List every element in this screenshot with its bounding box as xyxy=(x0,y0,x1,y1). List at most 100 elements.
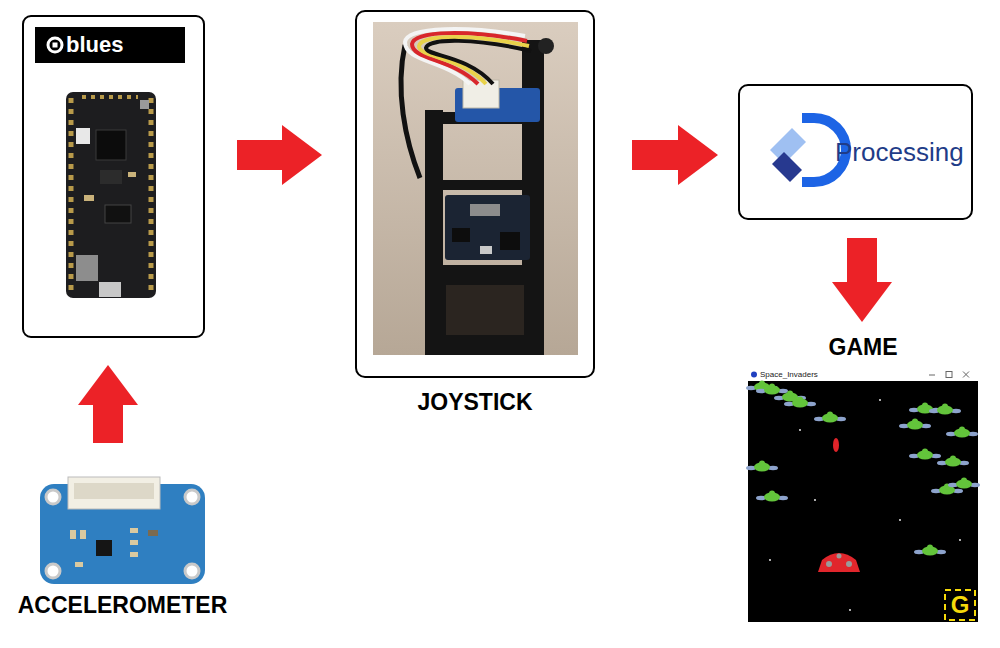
accelerometer-board-part xyxy=(75,562,83,567)
photo-box: JOYSTICK xyxy=(355,10,595,378)
game-screenshot-part xyxy=(748,368,978,622)
board-illustration-part xyxy=(84,195,94,201)
joystick-photo-part xyxy=(538,38,554,54)
flow-arrow xyxy=(78,365,138,443)
joystick-photo xyxy=(373,22,578,355)
joystick-photo-part xyxy=(500,232,520,250)
accelerometer-board-part xyxy=(46,564,60,578)
game-screenshot-part xyxy=(799,429,801,431)
board-illustration-part xyxy=(128,172,136,177)
game-screenshot-part xyxy=(937,456,969,467)
joystick-photo-part xyxy=(445,195,530,260)
board-illustration-part xyxy=(66,92,156,298)
board-illustration-part xyxy=(99,282,121,297)
score-letter: G xyxy=(945,590,975,620)
game-screenshot-part xyxy=(959,539,961,541)
game-screenshot-part xyxy=(818,553,860,572)
joystick-photo-part xyxy=(452,228,470,242)
game-screenshot-part xyxy=(946,427,978,438)
logo-bar-part xyxy=(48,38,62,52)
processing-logo xyxy=(770,118,846,182)
accelerometer-board-part xyxy=(40,484,205,584)
logo-text: blues xyxy=(66,27,123,63)
game-screenshot-part xyxy=(826,561,832,567)
box-heading: ACCELEROMETER xyxy=(18,592,228,618)
game-screenshot-part xyxy=(929,404,961,415)
flow-arrow xyxy=(832,238,892,322)
game-screenshot-part xyxy=(756,491,788,502)
board-illustration-part xyxy=(76,128,90,144)
accelerometer-board-part xyxy=(130,552,138,557)
software-name: Processing xyxy=(835,136,964,168)
game-screenshot-part xyxy=(846,561,852,567)
board-illustration-part xyxy=(69,98,74,294)
game-screenshot-part xyxy=(814,412,846,423)
game-screenshot-part xyxy=(899,419,931,430)
game-screenshot-part xyxy=(746,461,778,472)
flow-arrow xyxy=(237,125,322,185)
board-illustration-part xyxy=(82,95,138,99)
game-screenshot-part xyxy=(833,438,839,452)
game-screenshot-part xyxy=(909,449,941,460)
game-screenshot-part xyxy=(963,372,969,378)
board-illustration-part xyxy=(149,98,154,294)
board-illustration xyxy=(66,92,156,298)
joystick-photo-part xyxy=(470,204,500,216)
board-illustration-part xyxy=(96,130,126,160)
accelerometer-board-part xyxy=(130,540,138,545)
sensor-node: ACCELEROMETER xyxy=(5,475,240,620)
game-screenshot-part xyxy=(748,368,978,381)
logo-bar xyxy=(35,27,185,63)
game-screenshot-part xyxy=(837,554,842,559)
game-screenshot-part xyxy=(963,372,969,378)
accelerometer-board-part xyxy=(46,490,60,504)
accelerometer-board-part xyxy=(74,483,154,499)
device-box: blues xyxy=(22,15,205,338)
logo-bar-part xyxy=(35,27,185,63)
board-illustration-part xyxy=(105,205,131,223)
accelerometer-board-part xyxy=(80,530,86,539)
game-screenshot-part xyxy=(756,384,788,395)
processing-logo-part xyxy=(772,152,802,182)
accelerometer-board-part xyxy=(148,530,158,536)
game-screenshot-part xyxy=(929,375,935,376)
game-screenshot-part xyxy=(784,397,816,408)
game-screenshot-part xyxy=(879,399,881,401)
window-title: Space_Invaders xyxy=(760,369,818,381)
joystick-photo-part xyxy=(430,265,544,355)
game-screenshot xyxy=(746,368,980,622)
joystick-photo-part xyxy=(480,246,492,254)
accelerometer-board-part xyxy=(185,564,199,578)
game-screenshot-part xyxy=(769,559,771,561)
joystick-photo-part xyxy=(426,41,531,84)
accelerometer-board-part xyxy=(68,477,160,509)
game-screenshot-part xyxy=(945,590,975,620)
accelerometer-board-part xyxy=(130,528,138,533)
game-screenshot-part xyxy=(948,478,980,489)
joystick-photo-part xyxy=(425,180,544,190)
game-screenshot-part xyxy=(899,519,901,521)
board-illustration-part xyxy=(140,100,149,109)
software-box: Processing xyxy=(738,84,973,220)
flow-arrow xyxy=(632,125,718,185)
game-screenshot-part xyxy=(946,372,952,378)
logo-bar-part xyxy=(53,43,58,48)
game-screenshot-part xyxy=(849,609,851,611)
joystick-photo-part xyxy=(373,22,578,355)
accelerometer-board xyxy=(40,477,205,584)
box-heading: JOYSTICK xyxy=(417,389,532,415)
game-screenshot-part xyxy=(751,372,757,378)
accelerometer-board-part xyxy=(96,540,112,556)
accelerometer-board-part xyxy=(185,490,199,504)
game-screenshot-part xyxy=(914,545,946,556)
board-illustration-part xyxy=(76,255,98,281)
joystick-photo-part xyxy=(401,45,420,178)
box-heading: GAME xyxy=(829,334,898,360)
accelerometer-board-part xyxy=(70,530,76,539)
game-screenshot-part xyxy=(814,499,816,501)
joystick-photo-part xyxy=(446,285,524,335)
board-illustration-part xyxy=(100,170,122,184)
